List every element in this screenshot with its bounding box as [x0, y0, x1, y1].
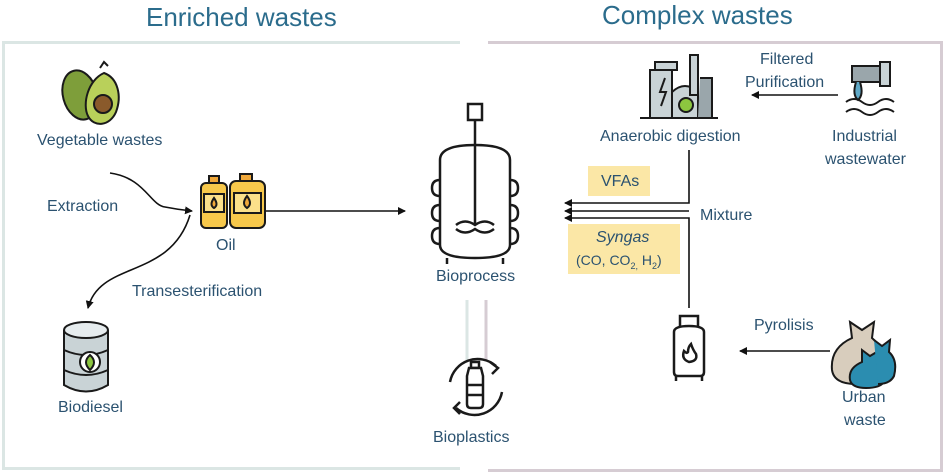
syngas-co: (CO, CO [576, 252, 631, 268]
anaerobic-digester-icon [640, 54, 718, 119]
urban-waste-bags-icon [830, 319, 897, 390]
extraction-arrow [109, 172, 193, 215]
urban-label: Urban [842, 389, 886, 406]
industrial-label: Industrial [832, 128, 897, 145]
syngas-close: ) [656, 252, 662, 268]
syngas-co2-sub: 2, [630, 260, 638, 271]
transesterification-arrow [85, 214, 191, 309]
wastewater-label: wastewater [825, 151, 906, 168]
oil-label: Oil [216, 237, 236, 254]
avocado-icon [61, 60, 120, 125]
syngas-box: Syngas (CO, CO2, H2) [568, 224, 680, 274]
vfas-label: VFAs [601, 173, 640, 190]
gas-cylinder-icon [672, 314, 706, 381]
bioplastics-recycle-icon [448, 357, 504, 417]
waste-label: waste [844, 412, 886, 429]
complex-wastes-header: Complex wastes [602, 0, 793, 30]
anaerobic-digestion-label: Anaerobic digestion [600, 128, 741, 145]
oil-bottles-icon [200, 173, 266, 229]
transesterification-label: Transesterification [132, 283, 263, 300]
bioplastics-label: Bioplastics [433, 429, 510, 446]
syngas-h2-sub: 2 [651, 260, 657, 271]
enriched-wastes-header: Enriched wastes [146, 2, 337, 32]
biodiesel-barrel-icon [63, 321, 109, 393]
filtered-label: Filtered [760, 51, 814, 68]
extraction-label: Extraction [47, 198, 119, 215]
syngas-label: Syngas [596, 229, 650, 246]
vegetable-wastes-label: Vegetable wastes [37, 132, 163, 149]
mixture-label: Mixture [700, 207, 753, 224]
bioprocess-label: Bioprocess [436, 268, 516, 285]
syngas-arrow [564, 214, 690, 308]
purification-label: Purification [745, 74, 825, 91]
industrial-wastewater-icon [845, 61, 895, 116]
biodiesel-label: Biodiesel [58, 399, 123, 416]
bioreactor-icon [430, 102, 520, 264]
syngas-formula: (CO, CO2, H2) [576, 252, 662, 271]
pyrolisis-label: Pyrolisis [754, 317, 814, 334]
vfas-box: VFAs [588, 166, 650, 196]
vfas-arrow [564, 150, 690, 207]
syngas-h: H [637, 252, 652, 268]
